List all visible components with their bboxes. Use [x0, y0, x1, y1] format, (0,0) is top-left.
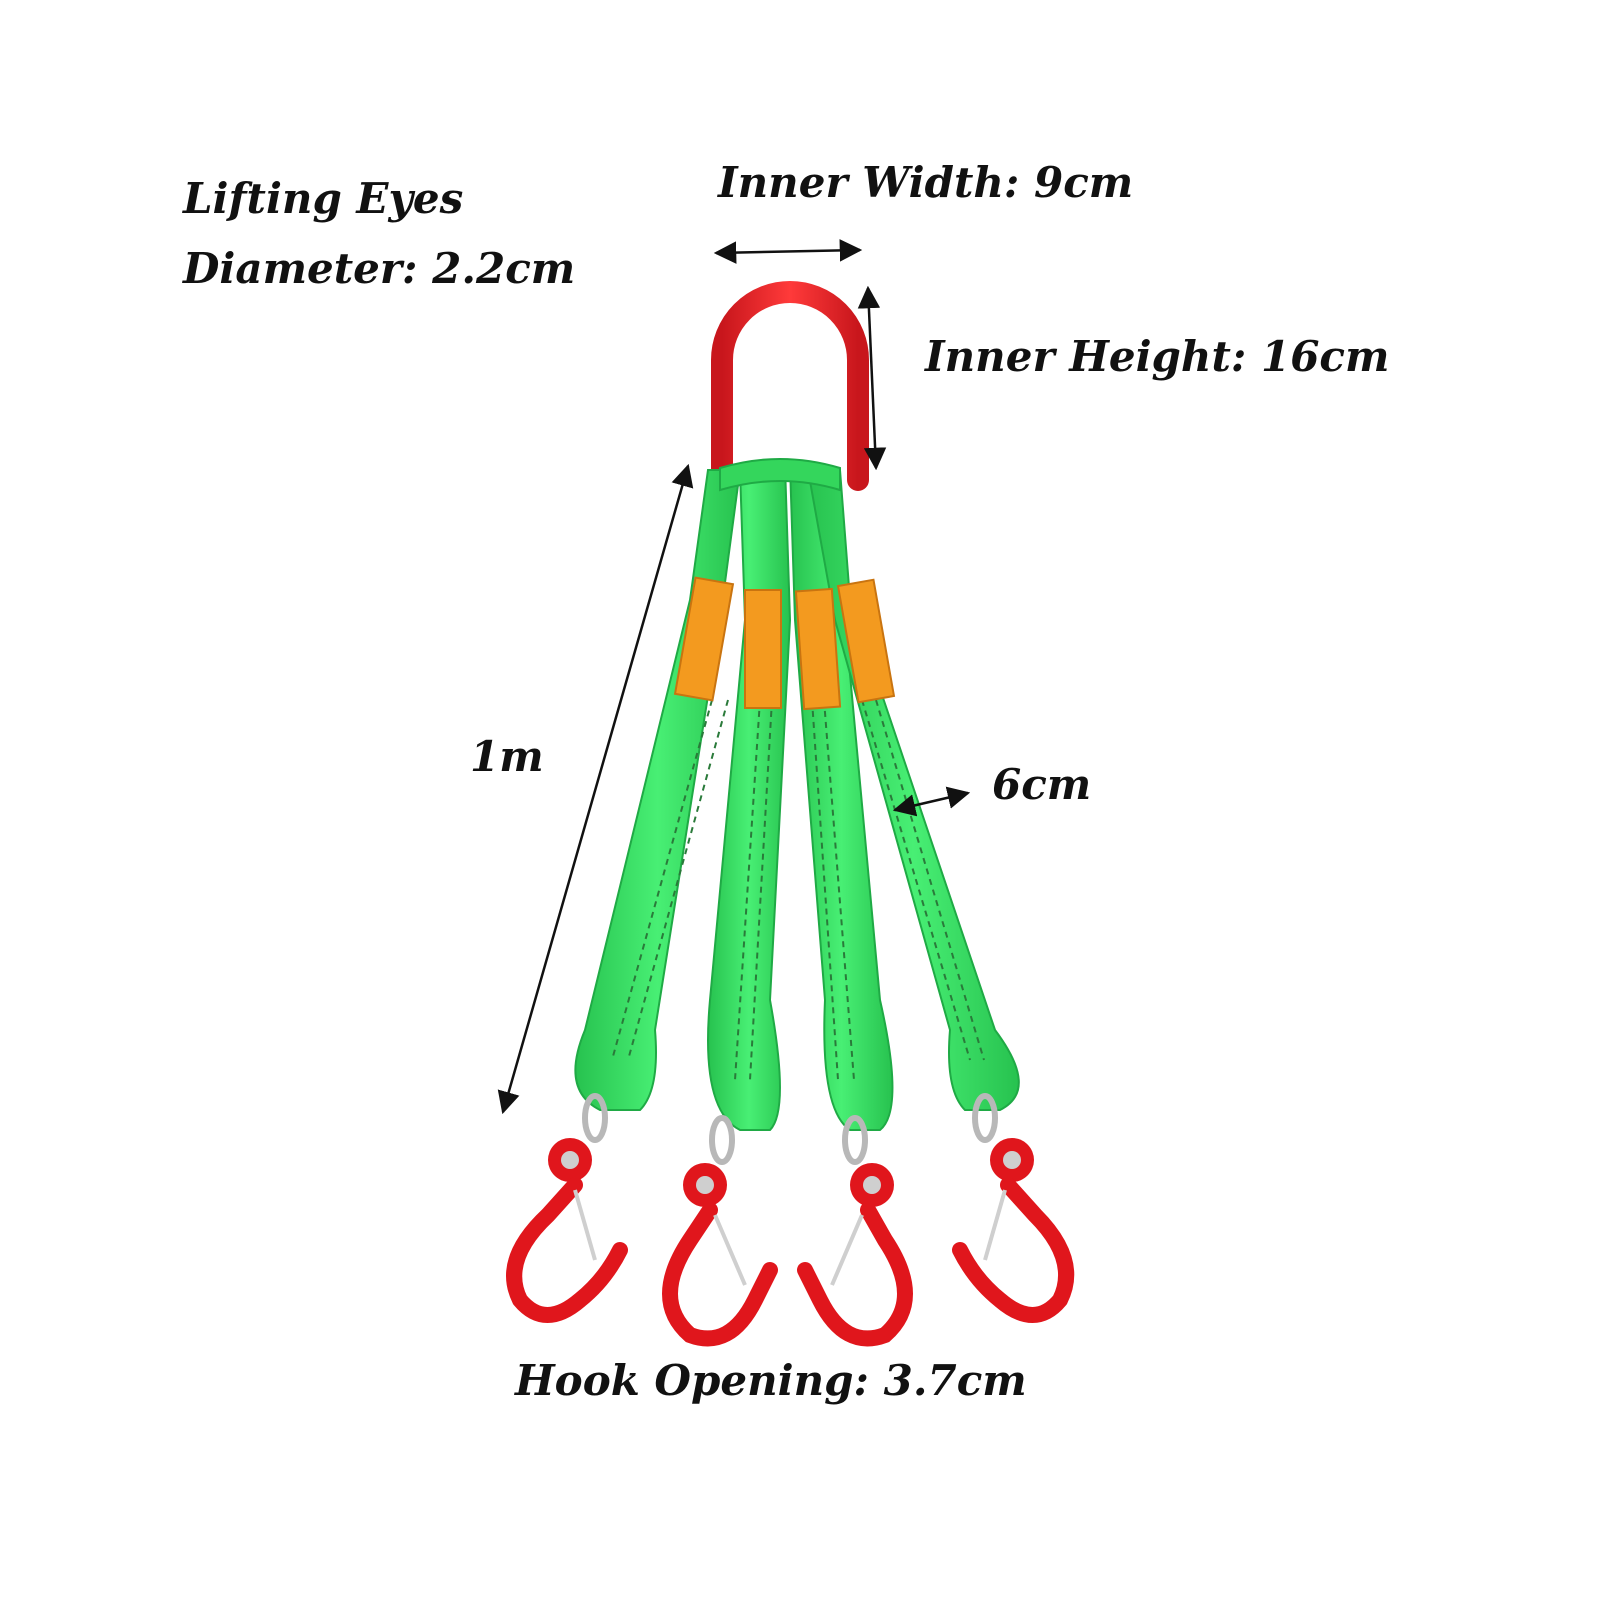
inner-height-arrow [857, 285, 887, 471]
inner-width-label: Inner Width: 9cm [718, 158, 1134, 207]
lifting-eyes-diameter-label: Diameter: 2.2cm [183, 244, 576, 293]
lifting-eyes-label: Lifting Eyes [183, 174, 464, 223]
hook-3 [797, 1115, 913, 1347]
leg-length-arrow [497, 463, 694, 1115]
hook-2 [662, 1115, 778, 1347]
strap-width-arrow [892, 786, 971, 817]
strap-width-label: 6cm [992, 760, 1092, 809]
inner-height-label: Inner Height: 16cm [925, 332, 1390, 381]
hooks [506, 1093, 1075, 1347]
tag-1 [673, 576, 735, 702]
master-ring [711, 281, 869, 491]
tag-3 [794, 587, 842, 711]
hook-1 [506, 1093, 628, 1323]
sling-leg-4 [806, 463, 1020, 1111]
inner-width-arrow [713, 239, 863, 264]
hook-4 [952, 1093, 1075, 1323]
dimension-arrows [497, 239, 971, 1115]
tag-4 [836, 578, 896, 704]
hook-opening-label: Hook Opening: 3.7cm [515, 1356, 1027, 1405]
tag-2 [744, 589, 782, 709]
leg-length-label: 1m [470, 732, 544, 781]
sling-legs [574, 458, 1020, 1131]
